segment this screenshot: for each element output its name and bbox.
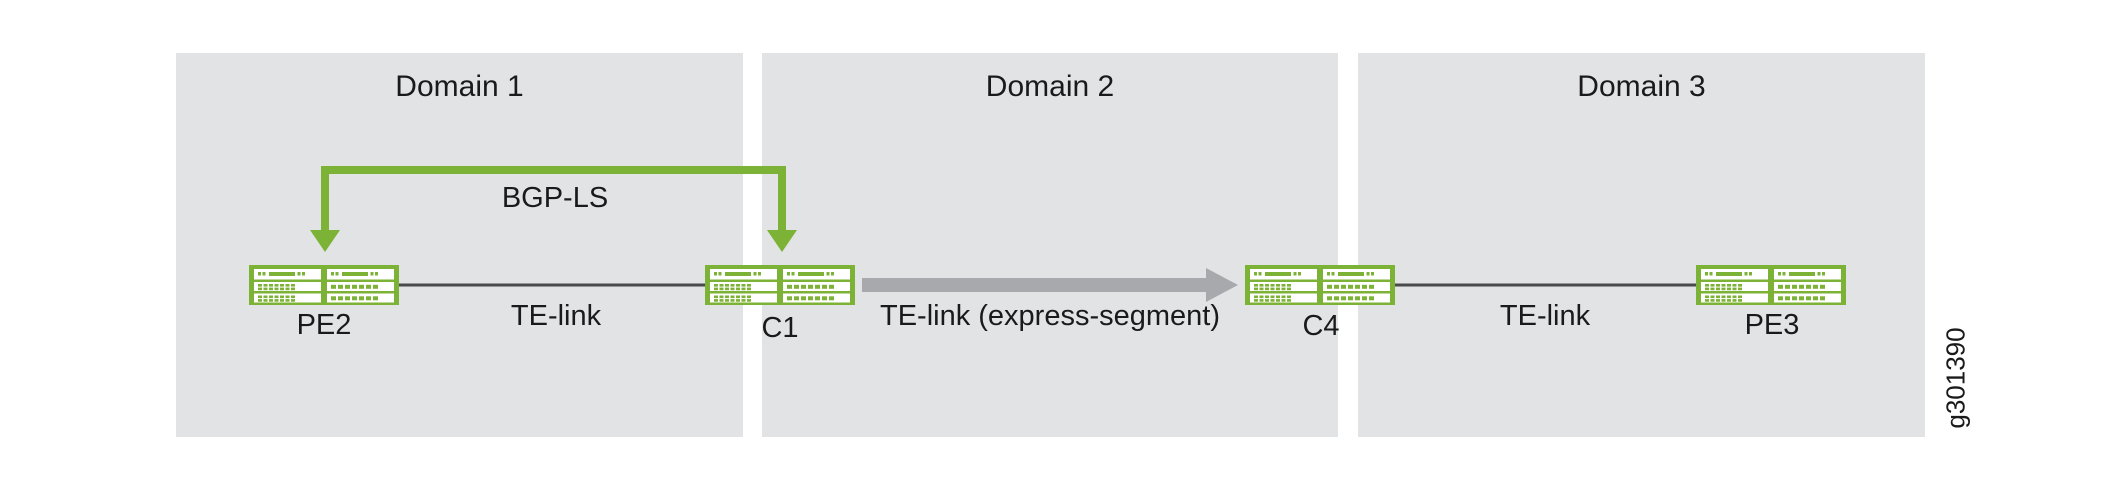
domain-2-title: Domain 2 <box>985 70 1115 103</box>
bgp-ls-arrow-path <box>321 166 786 234</box>
node-label-pe3: PE3 <box>1744 309 1800 341</box>
link-label-te-link-2: TE-link <box>1499 300 1591 332</box>
bgp-ls-arrowhead-c1-icon <box>767 230 797 252</box>
bgp-ls-arrowhead-pe2-icon <box>310 230 340 252</box>
node-label-c1: C1 <box>761 312 799 344</box>
domain-1-box: Domain 1 <box>176 53 743 437</box>
node-label-pe2: PE2 <box>296 309 352 341</box>
router-pe2-icon <box>249 265 399 305</box>
router-pe3-icon <box>1696 265 1846 305</box>
bgp-ls-arrow <box>310 166 797 252</box>
domain-1-title: Domain 1 <box>395 70 524 103</box>
domain-3-box: Domain 3 <box>1358 53 1925 437</box>
figure-id-label: g301390 <box>1940 327 1971 429</box>
link-label-te-link-1: TE-link <box>510 300 602 332</box>
router-c1-icon <box>705 265 855 305</box>
express-segment-arrowhead-icon <box>1206 268 1238 302</box>
node-label-c4: C4 <box>1302 310 1340 342</box>
domain-3-title: Domain 3 <box>1577 70 1706 103</box>
bgp-ls-label: BGP-LS <box>501 182 609 214</box>
link-label-express-segment: TE-link (express-segment) <box>879 300 1221 332</box>
router-c4-icon <box>1245 265 1395 305</box>
domain-2-box: Domain 2 <box>762 53 1338 437</box>
express-segment-arrow <box>862 268 1238 302</box>
express-segment-arrow-shaft <box>862 278 1206 292</box>
